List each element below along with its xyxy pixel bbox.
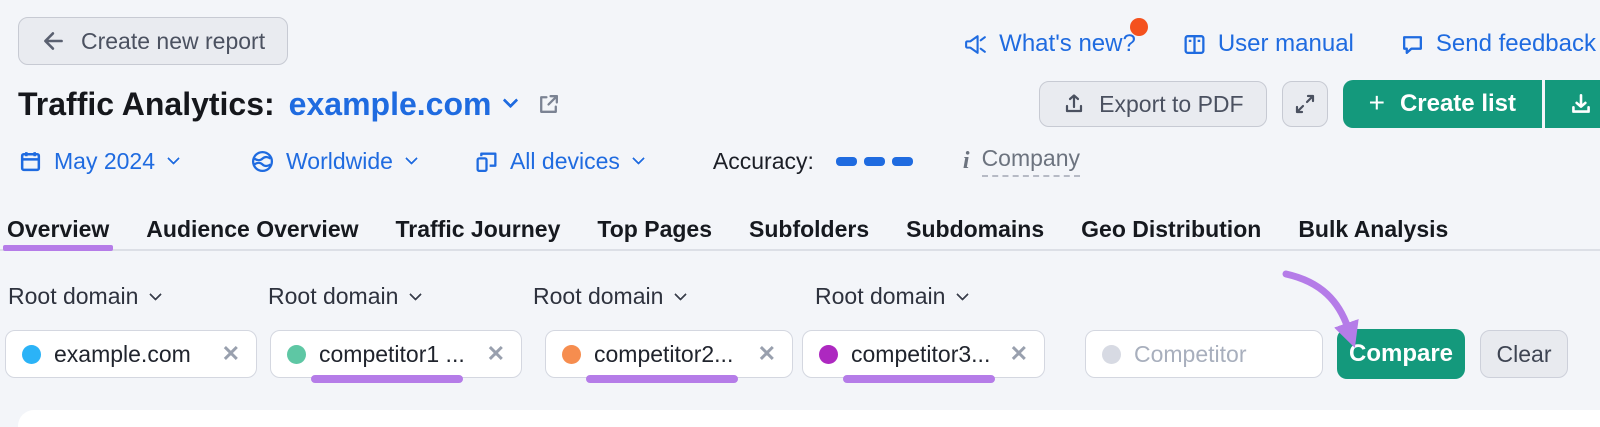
- empty-color-dot: [1102, 344, 1121, 364]
- domain-chip-label: example.com: [54, 340, 191, 367]
- help-links: What's new? User manual Send feedback: [963, 18, 1596, 58]
- title-bar: Traffic Analytics: example.com Export to…: [18, 80, 1600, 128]
- user-manual-label: User manual: [1217, 30, 1354, 57]
- calendar-icon: [20, 151, 41, 171]
- analyzed-domain[interactable]: example.com: [288, 85, 492, 122]
- chevron-down-icon: [674, 288, 688, 301]
- scope-selector-4[interactable]: Root domain: [815, 283, 970, 310]
- filter-bar: May 2024 Worldwide All devices Accuracy:…: [18, 143, 1080, 179]
- create-list-label: Create list: [1399, 90, 1516, 117]
- competitor3-chip[interactable]: competitor3... ✕: [802, 330, 1045, 383]
- scope-selectors: Root domain Root domain Root domain Root…: [0, 283, 1600, 313]
- chevron-down-icon: [956, 288, 970, 301]
- create-list-button[interactable]: + Create list: [1342, 80, 1542, 128]
- megaphone-icon: [965, 34, 987, 54]
- competitor1-color-dot: [287, 344, 306, 364]
- company-link[interactable]: Company: [981, 145, 1080, 177]
- scope-selector-1[interactable]: Root domain: [8, 283, 163, 310]
- tab-bulk-analysis[interactable]: Bulk Analysis: [1298, 216, 1449, 242]
- competitor2-color-dot: [562, 344, 581, 364]
- tab-geo-distribution[interactable]: Geo Distribution: [1081, 216, 1262, 242]
- devices-icon: [476, 152, 497, 172]
- create-list-group: + Create list: [1342, 80, 1600, 128]
- notification-dot: [1129, 18, 1148, 36]
- globe-icon: [251, 150, 274, 172]
- accuracy-meter[interactable]: [835, 156, 913, 166]
- remove-chip-icon[interactable]: ✕: [757, 341, 776, 366]
- location-selector[interactable]: Worldwide: [250, 147, 418, 175]
- date-range-selector[interactable]: May 2024: [18, 147, 180, 175]
- tab-subfolders[interactable]: Subfolders: [749, 216, 870, 242]
- whats-new-label: What's new?: [999, 30, 1136, 57]
- competitor1-chip-label: competitor1 ...: [319, 340, 465, 367]
- competitor2-chip[interactable]: competitor2... ✕: [545, 330, 793, 383]
- tab-top-pages[interactable]: Top Pages: [597, 216, 712, 242]
- compare-button[interactable]: Compare: [1337, 329, 1465, 379]
- competitor1-chip[interactable]: competitor1 ... ✕: [270, 330, 522, 383]
- book-icon: [1184, 34, 1205, 54]
- date-range-value: May 2024: [54, 147, 156, 174]
- top-bar: Create new report What's new? User manua…: [18, 16, 1596, 66]
- accuracy-label: Accuracy:: [712, 147, 814, 174]
- feedback-icon: [1402, 35, 1422, 54]
- remove-chip-icon[interactable]: ✕: [1009, 341, 1028, 366]
- company-info: i Company: [963, 145, 1080, 177]
- send-feedback-link[interactable]: Send feedback: [1400, 30, 1596, 58]
- competitor-input-wrapper: [1085, 330, 1323, 378]
- user-manual-link[interactable]: User manual: [1182, 30, 1354, 58]
- scope-selector-2[interactable]: Root domain: [268, 283, 423, 310]
- expand-icon: [1295, 94, 1314, 114]
- send-feedback-label: Send feedback: [1435, 30, 1596, 57]
- tab-traffic-journey[interactable]: Traffic Journey: [395, 216, 561, 242]
- chevron-down-icon: [409, 288, 423, 301]
- tab-audience-overview[interactable]: Audience Overview: [146, 216, 359, 242]
- external-link-icon[interactable]: [536, 92, 561, 117]
- content-card-top: [18, 410, 1600, 427]
- scope-selector-3[interactable]: Root domain: [533, 283, 688, 310]
- download-icon: [1571, 94, 1590, 113]
- tab-bar: Overview Audience Overview Traffic Journ…: [0, 210, 1600, 251]
- export-pdf-label: Export to PDF: [1099, 90, 1244, 117]
- devices-selector[interactable]: All devices: [474, 147, 645, 175]
- chevron-down-icon: [167, 152, 180, 165]
- chevron-down-icon: [632, 152, 645, 165]
- location-value: Worldwide: [286, 147, 393, 174]
- title-actions: Export to PDF + Create list: [1039, 80, 1600, 128]
- remove-chip-icon[interactable]: ✕: [486, 341, 505, 366]
- back-arrow-icon: [44, 32, 63, 50]
- fullscreen-button[interactable]: [1281, 81, 1328, 127]
- competitor3-color-dot: [819, 344, 838, 364]
- export-pdf-button[interactable]: Export to PDF: [1039, 81, 1267, 127]
- page-title: Traffic Analytics: example.com: [18, 86, 561, 123]
- devices-value: All devices: [509, 147, 620, 174]
- create-new-report-button[interactable]: Create new report: [18, 17, 289, 65]
- compare-bar: example.com ✕ competitor1 ... ✕ competit…: [5, 329, 1600, 383]
- download-button[interactable]: [1542, 80, 1600, 128]
- tab-subdomains[interactable]: Subdomains: [906, 216, 1045, 242]
- competitor2-chip-label: competitor2...: [594, 340, 734, 367]
- clear-button[interactable]: Clear: [1480, 330, 1568, 378]
- remove-chip-icon[interactable]: ✕: [221, 341, 240, 366]
- chevron-down-icon: [149, 288, 163, 301]
- competitor-input[interactable]: [1134, 340, 1306, 368]
- create-new-report-label: Create new report: [81, 27, 266, 54]
- domain-chip[interactable]: example.com ✕: [5, 330, 257, 378]
- info-icon: i: [962, 147, 970, 174]
- chevron-down-icon: [405, 152, 418, 165]
- competitor3-chip-label: competitor3...: [851, 340, 991, 367]
- export-icon: [1066, 94, 1083, 113]
- plus-icon: +: [1368, 86, 1385, 118]
- whats-new-link[interactable]: What's new?: [963, 18, 1148, 58]
- domain-color-dot: [22, 344, 41, 364]
- tab-overview[interactable]: Overview: [2, 210, 114, 251]
- title-prefix: Traffic Analytics:: [18, 85, 275, 122]
- chevron-down-icon[interactable]: [503, 92, 519, 109]
